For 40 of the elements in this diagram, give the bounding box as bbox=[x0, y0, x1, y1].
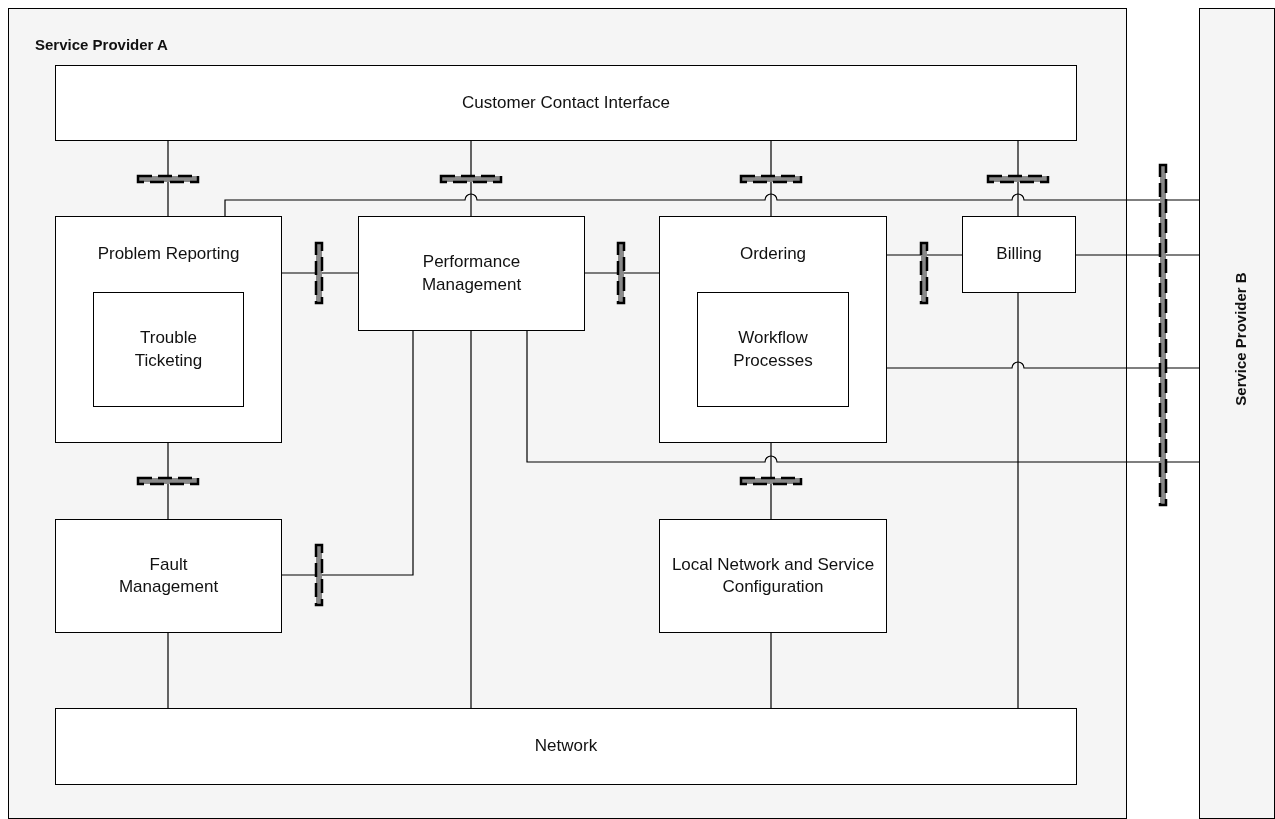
box-label: Network bbox=[534, 735, 598, 758]
connector-line bbox=[167, 442, 169, 520]
box-label: Local Network and Service Configuration bbox=[670, 553, 876, 598]
box-label: Trouble Ticketing bbox=[133, 327, 204, 372]
connector-line bbox=[526, 330, 1200, 463]
provider-panel bbox=[1199, 8, 1275, 819]
connector-line bbox=[167, 140, 169, 217]
connector-line bbox=[886, 361, 1200, 369]
connector-line bbox=[1075, 254, 1200, 256]
box-label: Billing bbox=[996, 243, 1042, 266]
component-box bbox=[358, 216, 585, 331]
connector-line bbox=[1017, 292, 1019, 709]
connector-line bbox=[584, 272, 660, 274]
panel-title: Service Provider A bbox=[35, 35, 168, 55]
box-label: Workflow Processes bbox=[732, 327, 814, 372]
box-label: Performance Management bbox=[420, 251, 523, 296]
component-box bbox=[697, 292, 849, 407]
panel-title: Service Provider B bbox=[1231, 272, 1249, 406]
component-box bbox=[659, 519, 887, 633]
connector-line bbox=[770, 632, 772, 709]
box-label: Customer Contact Interface bbox=[462, 91, 670, 114]
connector-line bbox=[470, 140, 472, 217]
component-box bbox=[55, 216, 282, 443]
component-box bbox=[962, 216, 1076, 293]
connector-line bbox=[470, 330, 472, 709]
connector-line bbox=[770, 140, 772, 217]
component-box bbox=[55, 519, 282, 633]
component-box bbox=[659, 216, 887, 443]
connector-line bbox=[281, 272, 359, 274]
box-label: Ordering bbox=[739, 243, 807, 265]
box-label: Problem Reporting bbox=[97, 243, 240, 265]
connector-line bbox=[886, 254, 963, 256]
connector-line bbox=[770, 442, 772, 520]
connector-line bbox=[167, 632, 169, 709]
box-label: Fault Management bbox=[117, 553, 220, 598]
component-box bbox=[55, 708, 1077, 785]
connector-line bbox=[1017, 140, 1019, 217]
connector-line bbox=[281, 330, 414, 576]
component-box bbox=[55, 65, 1077, 141]
component-box bbox=[93, 292, 244, 407]
